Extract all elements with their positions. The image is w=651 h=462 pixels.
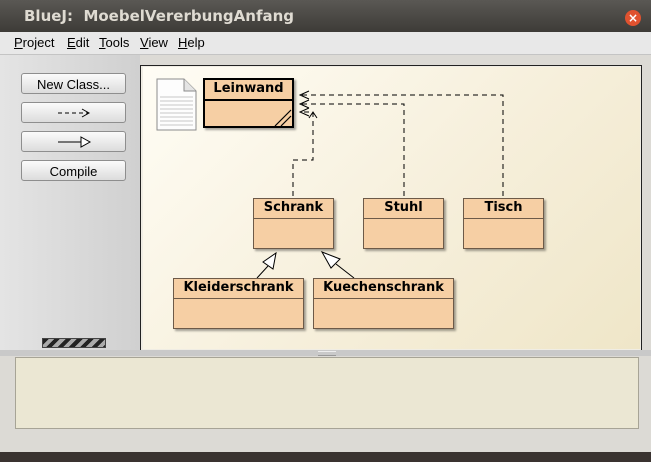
class-tisch[interactable]: Tisch	[463, 198, 544, 249]
class-name: Tisch	[464, 199, 543, 219]
menu-bar: Project Edit Tools View Help	[0, 32, 651, 55]
kuechenschrank-extends-schrank	[320, 251, 341, 269]
tisch-uses-leinwand	[300, 94, 504, 196]
readme-note-icon[interactable]	[154, 77, 198, 132]
class-name: Kleiderschrank	[174, 279, 303, 299]
class-leinwand[interactable]: Leinwand	[203, 78, 294, 128]
menu-project[interactable]: Project	[14, 35, 55, 50]
dashed-arrow-icon	[58, 108, 91, 118]
menu-help[interactable]: Help	[178, 35, 205, 50]
activity-indicator	[42, 338, 106, 348]
window-title: BlueJ: MoebelVererbungAnfang	[24, 7, 295, 25]
class-name: Stuhl	[364, 199, 443, 219]
object-bench[interactable]	[15, 357, 639, 429]
split-pane-divider[interactable]	[0, 350, 651, 356]
menu-view[interactable]: View	[140, 35, 168, 50]
dependency-arrow-button[interactable]	[21, 102, 126, 123]
stuhl-uses-leinwand	[300, 103, 405, 196]
class-schrank[interactable]: Schrank	[253, 198, 334, 249]
close-icon[interactable]: ×	[625, 10, 641, 26]
resize-handle-icon	[274, 109, 292, 127]
class-name: Kuechenschrank	[314, 279, 453, 299]
solid-arrow-icon	[58, 136, 92, 148]
divider-grip-icon	[318, 351, 336, 356]
new-class-button[interactable]: New Class...	[21, 73, 126, 94]
status-strip	[0, 430, 651, 452]
class-kuechenschrank[interactable]: Kuechenschrank	[313, 278, 454, 329]
bluej-window: BlueJ: MoebelVererbungAnfang × Project E…	[0, 0, 651, 452]
inheritance-arrow-button[interactable]	[21, 131, 126, 152]
schrank-uses-leinwand	[292, 111, 314, 196]
kleiderschrank-extends-schrank	[262, 251, 277, 270]
class-stuhl[interactable]: Stuhl	[363, 198, 444, 249]
class-name: Schrank	[254, 199, 333, 219]
class-kleiderschrank[interactable]: Kleiderschrank	[173, 278, 304, 329]
compile-button[interactable]: Compile	[21, 160, 126, 181]
menu-tools[interactable]: Tools	[99, 35, 130, 50]
title-bar[interactable]: BlueJ: MoebelVererbungAnfang ×	[0, 0, 651, 32]
menu-edit[interactable]: Edit	[67, 35, 90, 50]
class-name: Leinwand	[205, 80, 292, 101]
